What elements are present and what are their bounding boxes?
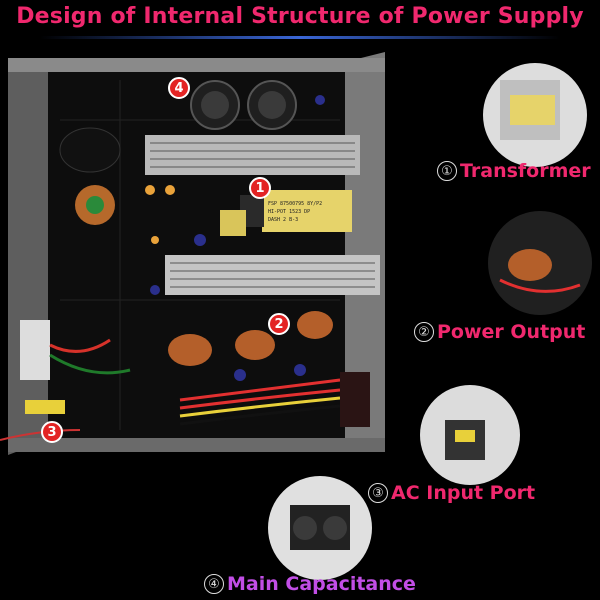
zoom-main-capacitance [268, 476, 372, 580]
marker-4: 4 [168, 77, 190, 99]
aux-transformer [220, 210, 246, 236]
heatsink-lower [165, 255, 380, 295]
main-capacitors [190, 80, 297, 130]
transformer-text-2: HI-POT 1523 DP [268, 209, 310, 215]
callout-label-transformer: Transformer [460, 160, 591, 182]
small-capacitors [150, 95, 325, 381]
callout-label-ac-input-port: AC Input Port [391, 482, 536, 504]
heatsink-upper [145, 135, 360, 175]
marker-3: 3 [41, 421, 63, 443]
chassis-left-wall [8, 60, 48, 455]
callout-transformer: ① Transformer [437, 160, 591, 182]
callout-number-2: ② [414, 322, 434, 342]
title-underline [40, 36, 560, 39]
output-toroids [168, 311, 333, 366]
zoom-ac-input [420, 385, 520, 485]
wire-sleeve [340, 372, 370, 427]
callout-label-power-output: Power Output [437, 321, 586, 343]
page-title: Design of Internal Structure of Power Su… [16, 4, 584, 29]
chassis-top-edge [8, 58, 385, 72]
transformer [240, 190, 352, 232]
orange-capacitors [145, 185, 175, 244]
input-choke [75, 185, 115, 225]
callout-number-1: ① [437, 161, 457, 181]
ac-input [0, 320, 131, 441]
zoom-power-output [488, 211, 592, 315]
transformer-text-1: FSP 87500795 8Y/P2 [268, 201, 322, 207]
callout-main-capacitance: ④ Main Capacitance [204, 573, 416, 595]
chassis-bottom-edge [8, 438, 385, 452]
transformer-text-3: DASH 2 B-3 [268, 217, 298, 223]
output-wires [179, 378, 341, 426]
callout-number-4: ④ [204, 574, 224, 594]
ferrite-choke [59, 127, 121, 173]
callout-number-3: ③ [368, 483, 388, 503]
zoom-transformer [483, 63, 587, 167]
callout-ac-input-port: ③ AC Input Port [368, 482, 535, 504]
marker-1: 1 [249, 177, 271, 199]
marker-2: 2 [268, 313, 290, 335]
callout-label-main-capacitance: Main Capacitance [227, 573, 416, 595]
callout-power-output: ② Power Output [414, 321, 585, 343]
